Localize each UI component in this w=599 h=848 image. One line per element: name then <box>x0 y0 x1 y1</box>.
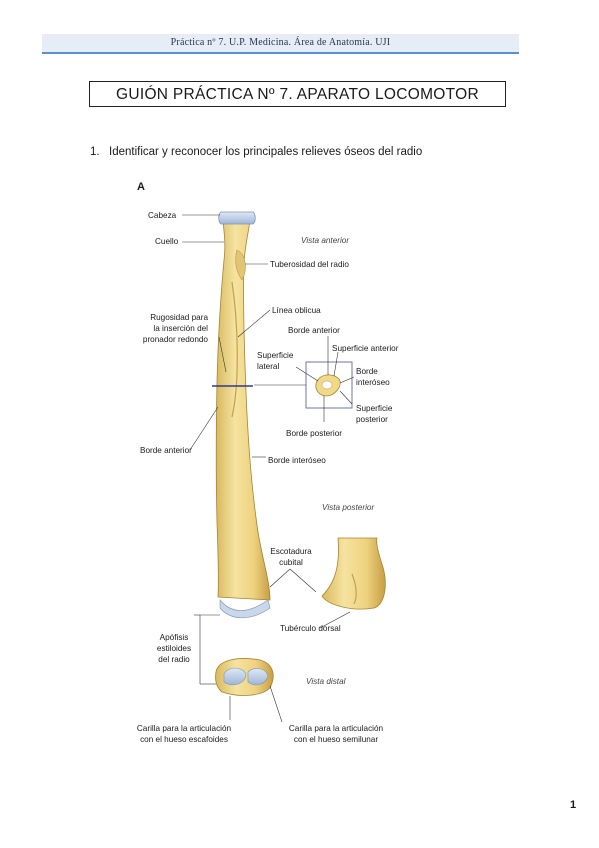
label-vista-posterior: Vista posterior <box>322 503 374 512</box>
leader-lines <box>182 214 355 723</box>
label-rugosidad-3: pronador redondo <box>143 335 209 344</box>
list-item: 1. Identificar y reconocer los principale… <box>90 146 422 158</box>
radius-head <box>218 211 256 225</box>
label-apofisis-2: estiloides <box>157 644 191 653</box>
label-cuello: Cuello <box>155 237 179 246</box>
list-item-number: 1. <box>90 146 100 158</box>
radius-anatomy-figure: A <box>137 181 399 744</box>
label-superficie-posterior-1: Superficie <box>356 404 393 413</box>
label-carilla-escafoides-2: con el hueso escafoides <box>140 735 228 744</box>
label-superficie-posterior-2: posterior <box>356 415 388 424</box>
label-borde-anterior-cs: Borde anterior <box>288 326 340 335</box>
label-borde-interoseo: Borde interóseo <box>268 456 326 465</box>
label-borde-interoseo-cs-1: Borde <box>356 367 378 376</box>
label-apofisis-1: Apófisis <box>160 633 189 642</box>
label-rugosidad-1: Rugosidad para <box>150 313 208 322</box>
label-escotadura-1: Escotadura <box>270 547 312 556</box>
panel-letter: A <box>137 181 145 193</box>
label-superficie-anterior: Superficie anterior <box>332 344 399 353</box>
page-number: 1 <box>570 799 577 811</box>
page-header: Práctica nº 7. U.P. Medicina. Área de An… <box>42 34 519 54</box>
radius-shaft <box>215 220 271 601</box>
label-rugosidad-2: la inserción del <box>153 324 208 333</box>
header-text: Práctica nº 7. U.P. Medicina. Área de An… <box>170 37 391 48</box>
dorsal-tubercle <box>351 573 357 605</box>
label-carilla-semilunar-1: Carilla para la articulación <box>289 724 384 733</box>
medullary-cavity <box>321 380 333 390</box>
shaft-ridge <box>231 281 238 418</box>
lunate-facet <box>247 668 269 686</box>
label-carilla-escafoides-1: Carilla para la articulación <box>137 724 232 733</box>
label-carilla-semilunar-2: con el hueso semilunar <box>294 735 378 744</box>
list-item-text: Identificar y reconocer los principales … <box>109 146 423 158</box>
label-vista-distal: Vista distal <box>306 677 346 686</box>
label-vista-anterior: Vista anterior <box>301 236 349 245</box>
label-superficie-lateral-1: Superficie <box>257 351 294 360</box>
label-borde-interoseo-cs-2: interóseo <box>356 378 390 387</box>
label-cabeza: Cabeza <box>148 211 177 220</box>
label-borde-anterior: Borde anterior <box>140 446 192 455</box>
label-borde-posterior: Borde posterior <box>286 429 342 438</box>
label-linea-oblicua: Línea oblicua <box>272 306 321 315</box>
distal-articular-edge <box>219 599 271 619</box>
scaphoid-facet <box>223 667 247 686</box>
label-apofisis-3: del radio <box>158 655 190 664</box>
label-tuberculo-dorsal: Tubérculo dorsal <box>280 624 341 633</box>
title-box: GUIÓN PRÁCTICA Nº 7. APARATO LOCOMOTOR <box>89 81 506 107</box>
radius-tuberosity <box>235 249 246 281</box>
page-title: GUIÓN PRÁCTICA Nº 7. APARATO LOCOMOTOR <box>115 86 479 103</box>
posterior-distal-radius <box>321 537 386 610</box>
label-superficie-lateral-2: lateral <box>257 362 279 371</box>
label-escotadura-2: cubital <box>279 558 303 567</box>
label-tuberosidad: Tuberosidad del radio <box>270 260 349 269</box>
